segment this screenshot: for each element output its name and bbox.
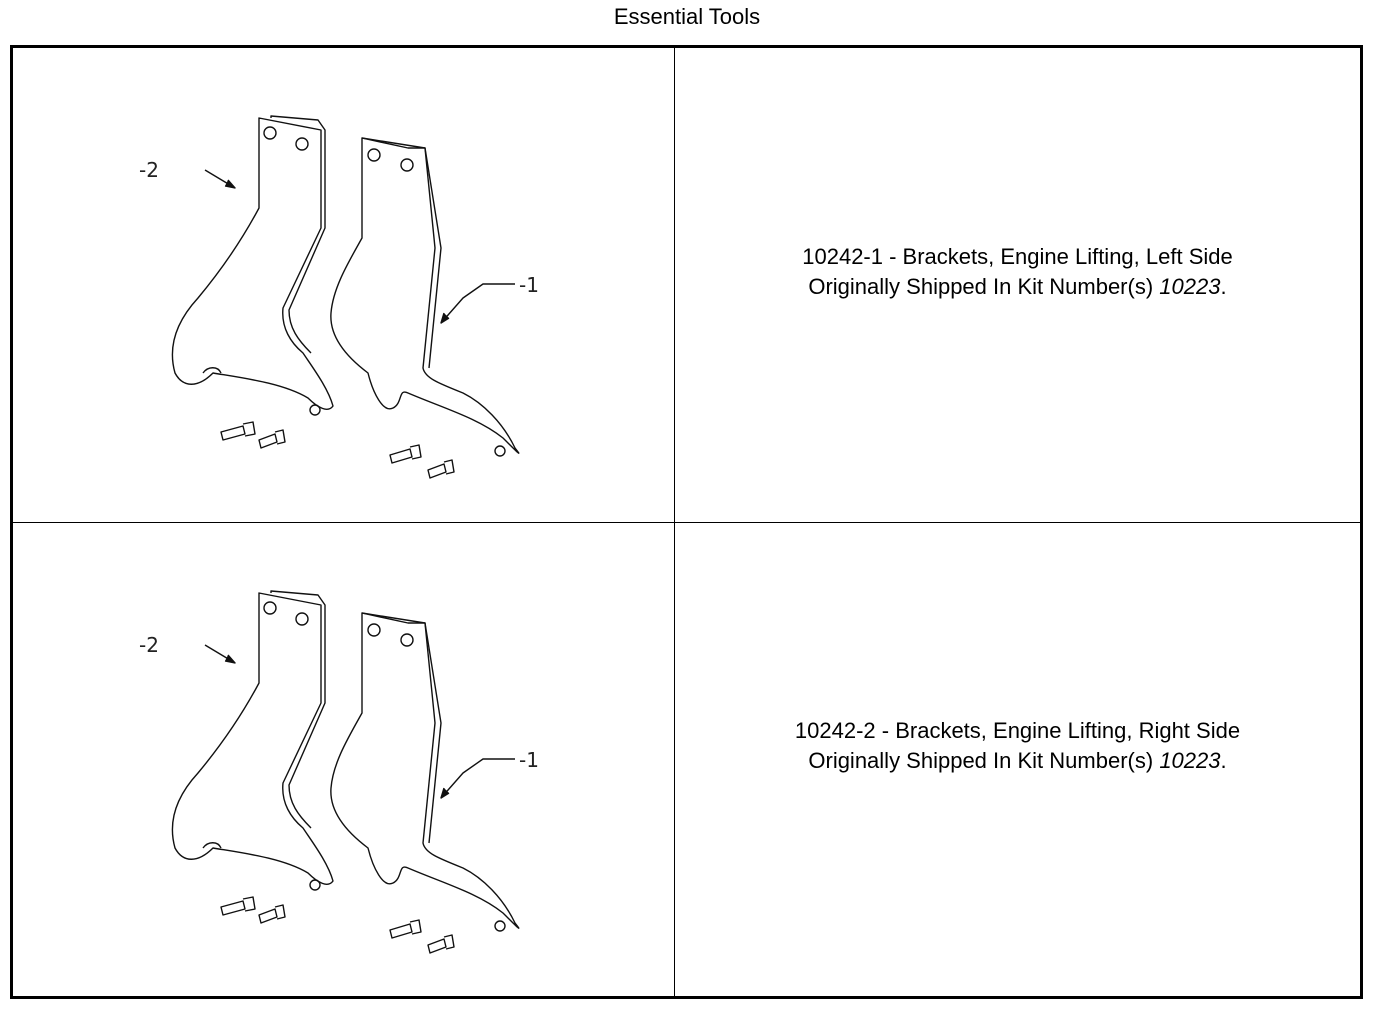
kit-number-suffix: . — [1220, 748, 1227, 773]
callout-label: -1 — [519, 273, 539, 297]
shipped-in-line: Originally Shipped In Kit Number(s) 1022… — [795, 746, 1240, 776]
kit-number-link[interactable]: 10223 — [1159, 273, 1221, 299]
shipped-in-label: Originally Shipped In Kit Number(s) — [808, 273, 1154, 299]
callout-label: -2 — [139, 158, 159, 182]
tool-description: 10242-1 - Brackets, Engine Lifting, Left… — [802, 242, 1232, 302]
tool-title: 10242-1 - Brackets, Engine Lifting, Left… — [802, 243, 1233, 269]
kit-number-link[interactable]: 10223 — [1159, 748, 1221, 773]
tool-description-cell: 10242-2 - Brackets, Engine Lifting, Righ… — [675, 523, 1360, 996]
page-title: Essential Tools — [613, 4, 761, 29]
callout-label: -1 — [519, 748, 539, 772]
tool-description-cell: 10242-1 - Brackets, Engine Lifting, Left… — [675, 48, 1360, 523]
tool-image-cell: -2 -1 — [13, 48, 675, 523]
tool-title: 10242-2 - Brackets, Engine Lifting, Righ… — [794, 718, 1241, 743]
callout-label: -2 — [139, 633, 159, 657]
shipped-in-label: Originally Shipped In Kit Number(s) — [808, 748, 1154, 773]
bracket-drawing: -2 -1 — [139, 115, 539, 479]
kit-number-suffix: . — [1220, 273, 1227, 299]
essential-tools-table: -2 -1 10242-1 - Brackets, Engine Lifting… — [10, 45, 1363, 999]
tool-description: 10242-2 - Brackets, Engine Lifting, Righ… — [795, 716, 1240, 776]
tool-image-cell: -2 -1 — [13, 523, 675, 996]
shipped-in-line: Originally Shipped In Kit Number(s) 1022… — [802, 272, 1232, 302]
bracket-drawing: -2 -1 — [139, 590, 539, 954]
